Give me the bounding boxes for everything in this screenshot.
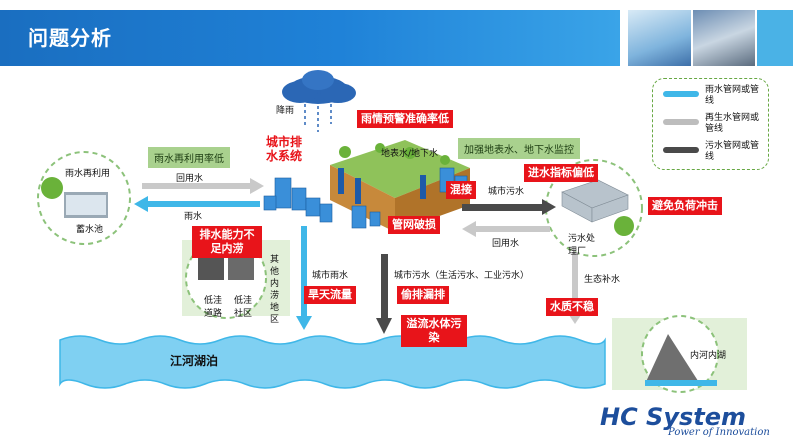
city-sewage-short-label: 城市污水 xyxy=(488,187,525,197)
illegal-discharge-badge: 偷排漏排 xyxy=(397,286,449,304)
waterlog-road-label: 低洼道路 xyxy=(204,296,223,319)
legend-rain-line xyxy=(663,91,699,97)
reuse-water-2-label: 回用水 xyxy=(492,239,520,249)
rainwater-label: 雨水 xyxy=(184,212,203,222)
rain-drops xyxy=(304,104,332,132)
inflow-low-badge: 进水指标偏低 xyxy=(524,164,598,182)
reuse-circle-label: 雨水再利用 xyxy=(65,169,111,179)
reuse-rate-box: 雨水再利用率低 xyxy=(148,147,230,168)
city-drainage-label: 城市排水系统 xyxy=(265,135,302,163)
brand-logo: HC System xyxy=(600,403,747,431)
monitor-box: 加强地表水、地下水监控 xyxy=(458,138,580,159)
rain-label: 降雨 xyxy=(276,106,295,116)
mixing-badge: 混接 xyxy=(446,181,476,199)
dry-flow-badge: 旱天流量 xyxy=(304,286,356,304)
reuse-water-label: 回用水 xyxy=(176,174,204,184)
city-sewage-long-label: 城市污水（生活污水、工业污水） xyxy=(394,271,530,281)
reuse-water-arrow-right xyxy=(462,221,550,237)
lake-label: 江河湖泊 xyxy=(170,354,219,368)
legend-rain-label: 雨水管网或管线 xyxy=(705,85,760,106)
header-bar xyxy=(0,10,620,66)
city-rain-label: 城市雨水 xyxy=(312,271,349,281)
recycle-icon-2 xyxy=(614,216,634,236)
legend-sewage-line xyxy=(663,147,699,153)
page-title: 问题分析 xyxy=(28,26,112,50)
avoid-impact-badge: 避免负荷冲击 xyxy=(648,197,722,215)
legend-sewage-label: 污水管网或管线 xyxy=(705,141,760,162)
legend-reuse-label: 再生水管网或管线 xyxy=(705,113,760,134)
plant-label: 污水处理厂 xyxy=(568,234,596,257)
ecological-label: 生态补水 xyxy=(584,275,621,285)
header-image-river xyxy=(693,10,755,66)
surface-ground-label: 地表水/地下水 xyxy=(381,149,439,159)
cloud-icon xyxy=(282,70,356,104)
city-rain-arrow xyxy=(296,226,312,330)
reuse-water-arrow-left xyxy=(142,178,264,194)
sewage-arrow-right xyxy=(462,199,556,215)
drain-capacity-badge: 排水能力不足内涝 xyxy=(192,226,262,258)
overflow-badge: 溢流水体污染 xyxy=(401,315,467,347)
trees xyxy=(339,143,450,165)
recycle-icon xyxy=(41,177,63,199)
city-sewage-arrow xyxy=(376,254,392,334)
quality-unstable-badge: 水质不稳 xyxy=(546,298,598,316)
legend-reuse-line xyxy=(663,119,699,125)
header-image-earth xyxy=(628,10,691,66)
pipe-damage-badge: 管网破损 xyxy=(388,216,440,234)
dam-graphic xyxy=(645,334,700,384)
river-waves xyxy=(59,335,606,389)
waterlog-community-label: 低洼社区 xyxy=(234,296,253,319)
waterlog-photo-community xyxy=(228,258,254,280)
brand-tagline: Power of Innovation xyxy=(668,427,770,438)
plant-graphic xyxy=(561,179,629,223)
other-waterlog-label: 其他内涝地区 xyxy=(270,255,280,325)
header-image-accent xyxy=(757,10,793,66)
waterlog-photo-road xyxy=(198,258,224,280)
warning-badge: 雨情预警准确率低 xyxy=(357,110,453,128)
legend: 雨水管网或管线 再生水管网或管线 污水管网或管线 xyxy=(652,78,769,170)
inner-lake-label: 内河内湖 xyxy=(690,351,727,361)
rain-arrow-left xyxy=(134,196,260,212)
reservoir-label: 蓄水池 xyxy=(76,225,104,235)
